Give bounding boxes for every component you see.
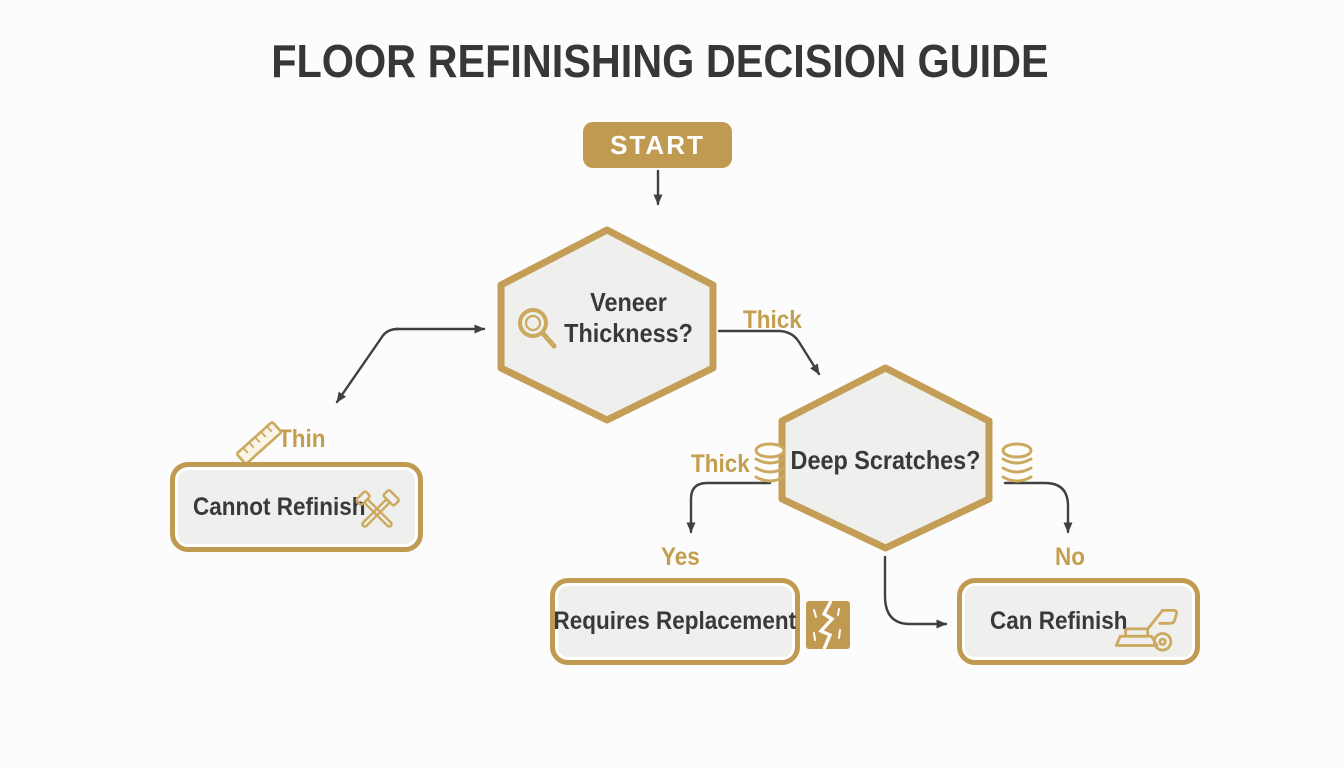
start-node: START [583, 122, 732, 168]
edge-no-to-can-refinish [1003, 481, 1073, 534]
cannot-refinish-label: Cannot Refinish [193, 492, 366, 521]
hexagon-shape [778, 364, 993, 552]
broken-plank-icon [806, 600, 850, 650]
coins-icon [1001, 442, 1033, 483]
can-refinish-node: Can Refinish [957, 578, 1200, 665]
edge-thick-to-deep-scratches [717, 329, 821, 376]
veneer-thickness-label: Veneer Thickness? [564, 287, 694, 348]
requires-replacement-label: Requires Replacement [553, 607, 797, 635]
page-title: FLOOR REFINISHING DECISION GUIDE [0, 34, 1320, 88]
hexagon-shape [497, 226, 717, 424]
deep-scratches-label: Deep Scratches? [790, 445, 981, 475]
veneer-thickness-node: Veneer Thickness? [497, 225, 717, 425]
deep-scratches-node: Deep Scratches? [778, 363, 993, 553]
cannot-refinish-node: Cannot Refinish [170, 462, 423, 552]
page-title-text: FLOOR REFINISHING DECISION GUIDE [271, 35, 1049, 87]
edge-label-thick-left: Thick [691, 450, 750, 478]
edge-label-yes: Yes [661, 543, 700, 571]
crossed-tools-icon [355, 489, 400, 528]
edge-label-no: No [1055, 543, 1085, 571]
coins-icon [754, 442, 786, 483]
ruler-icon [236, 421, 282, 465]
edge-label-thick-right: Thick [743, 306, 802, 334]
edge-thin-to-cannot-refinish [335, 327, 400, 404]
magnifier-icon [518, 308, 557, 349]
floor-sander-icon [1115, 609, 1178, 652]
start-node-label: START [610, 129, 705, 160]
requires-replacement-node: Requires Replacement [550, 578, 800, 665]
edge-label-thin: Thin [278, 425, 326, 453]
edge-deep-scratches-to-can-refinish [883, 555, 948, 629]
can-refinish-label: Can Refinish [990, 607, 1128, 635]
edge-yes-to-requires-replacement [686, 481, 772, 534]
